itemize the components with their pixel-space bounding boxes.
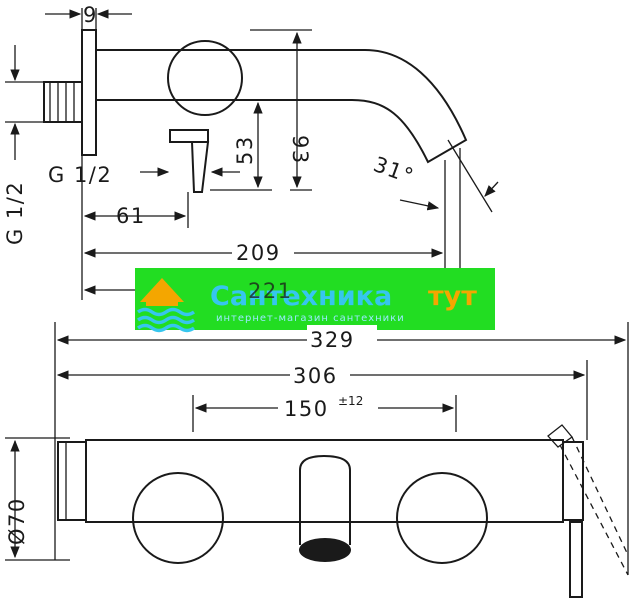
- dim-53-label: 53: [233, 135, 257, 165]
- dim-150-label: 150: [284, 397, 329, 421]
- dim-9-label: 9: [83, 3, 98, 27]
- wall-plate: [81, 29, 97, 156]
- dim-61-label: 61: [116, 204, 146, 228]
- dim-150-tolerance: ±12: [338, 394, 363, 408]
- dim-diameter-label: Ø70: [5, 497, 29, 545]
- spout-body: [96, 49, 468, 164]
- spout-outlet: [299, 538, 351, 562]
- left-rosette: [132, 472, 224, 564]
- house-logo-icon: [136, 278, 196, 333]
- right-rosette: [396, 472, 488, 564]
- watermark-brand-main: Сантехника: [210, 281, 392, 312]
- dim-thread-horizontal: G 1/2: [48, 163, 240, 187]
- dim-93-label: 93: [288, 135, 312, 165]
- end-cap-right: [562, 441, 584, 521]
- front-spout: [299, 454, 351, 562]
- dim-9: 9: [45, 3, 132, 30]
- dim-93: 93: [250, 29, 312, 191]
- dim-thread-vertical: G 1/2: [3, 45, 44, 245]
- thread-label-horizontal: G 1/2: [48, 163, 112, 187]
- watermark-tagline: интернет-магазин сантехники: [216, 313, 405, 324]
- front-view: 329 306 150 ±12 Ø70: [5, 322, 629, 598]
- dim-diameter: Ø70: [5, 437, 70, 561]
- mixer-body: [85, 439, 564, 523]
- handle-knob: [167, 40, 243, 116]
- watermark: Сантехника тут интернет-магазин сантехни…: [135, 268, 495, 333]
- dim-329-label: 329: [310, 328, 355, 352]
- end-cap-left: [57, 441, 87, 521]
- threaded-connector: [43, 81, 83, 123]
- dim-31deg: 31°: [370, 139, 499, 213]
- dim-53: 53: [210, 99, 272, 191]
- side-view: 9 93 53 G 1/2 G 1/2: [3, 3, 499, 302]
- dim-61: 61: [81, 155, 189, 300]
- thread-label-vertical: G 1/2: [3, 181, 27, 245]
- dim-306-label: 306: [293, 364, 338, 388]
- dim-31deg-label: 31°: [370, 152, 417, 189]
- dim-329: 329: [54, 322, 629, 575]
- dim-221-label: 221: [248, 279, 293, 303]
- watermark-brand-accent: тут: [428, 281, 477, 312]
- dim-306: 306: [56, 360, 588, 440]
- dim-150: 150 ±12: [192, 394, 457, 432]
- watermark-background: [135, 268, 495, 330]
- dim-209: 209: [83, 160, 446, 268]
- front-lever: [547, 424, 629, 598]
- lever: [169, 129, 210, 193]
- dim-209-label: 209: [236, 241, 281, 265]
